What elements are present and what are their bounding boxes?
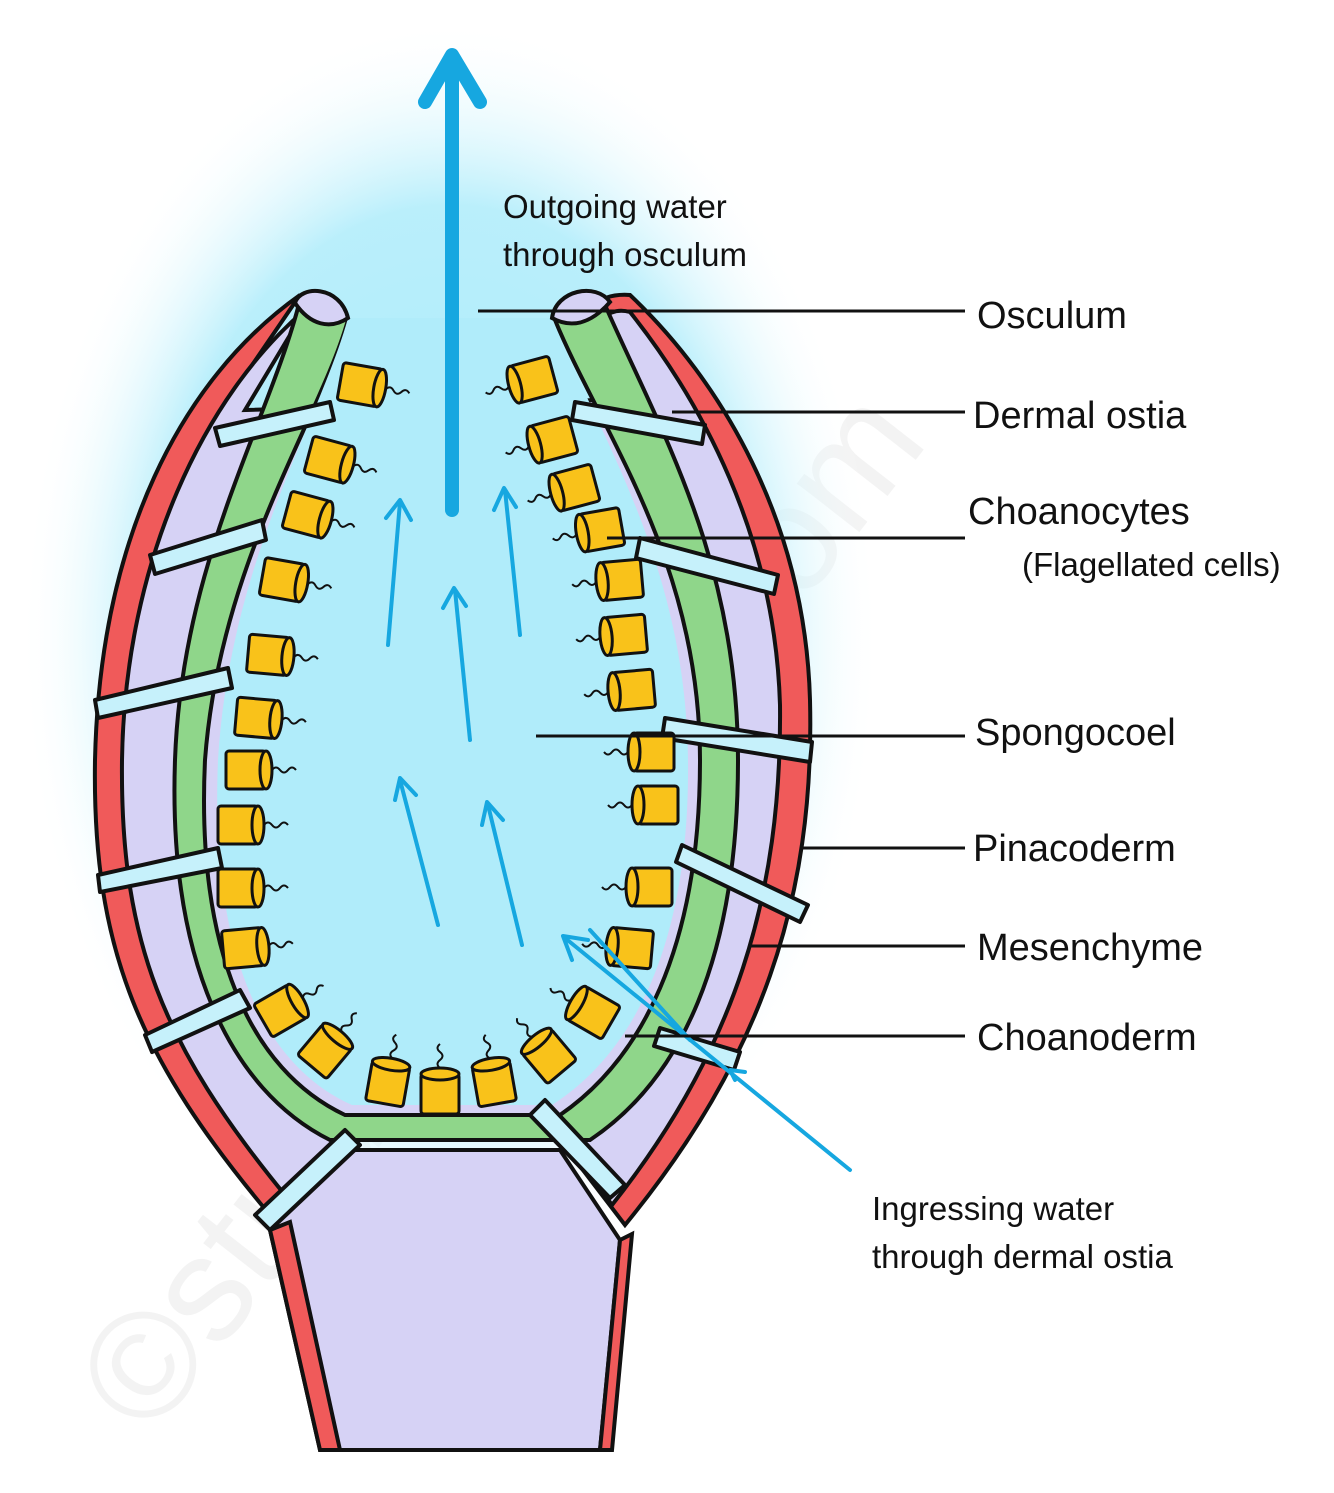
- label-choanoderm: Choanoderm: [977, 1017, 1197, 1059]
- choanocyte-cell: [571, 557, 645, 603]
- choanocyte-cell: [607, 784, 680, 826]
- flagellum: [271, 766, 297, 774]
- choanocyte-cell: [515, 1018, 577, 1085]
- flagellum: [389, 1033, 398, 1060]
- choanocyte-cell: [419, 1043, 461, 1116]
- flagellum: [601, 883, 627, 891]
- choanocyte-cell: [233, 695, 307, 741]
- flow-arrow: [453, 588, 472, 742]
- flagellum: [571, 579, 597, 588]
- choanocyte-cell: [549, 984, 621, 1040]
- choanocyte-cell: [575, 612, 649, 658]
- flagellum: [306, 581, 333, 590]
- flagellum: [352, 463, 378, 473]
- choanocyte-cell: [258, 556, 333, 604]
- water-flow: [384, 48, 852, 1172]
- flagellum: [281, 716, 307, 725]
- flagellum: [603, 748, 629, 756]
- choanocyte-cell: [336, 361, 411, 409]
- flagellum: [505, 445, 530, 455]
- choanocyte-cell: [505, 415, 579, 465]
- flagellum: [583, 689, 609, 698]
- ingress-arrowhead: [728, 1068, 747, 1082]
- flow-arrow: [386, 500, 402, 647]
- flagellum: [552, 532, 578, 542]
- choanocyte-cell: [603, 731, 676, 773]
- flagellum: [301, 984, 324, 999]
- ingress-arrow: [588, 928, 692, 1042]
- choanocyte-cell: [253, 982, 324, 1038]
- flow-arrowhead: [384, 498, 413, 522]
- flagellum: [515, 1018, 533, 1038]
- label-mesenchyme: Mesenchyme: [977, 927, 1203, 969]
- stalk: [267, 1148, 635, 1452]
- label-ingress-line2: through dermal ostia: [872, 1238, 1173, 1275]
- choanocyte-cell: [552, 506, 626, 554]
- label-choanocytes: Choanocytes: [968, 491, 1190, 533]
- label-choanocytes-note: (Flagellated cells): [1022, 546, 1281, 583]
- choanocyte-cell: [583, 667, 657, 713]
- flagellum: [607, 801, 633, 809]
- label-outgoing-line1: Outgoing water: [503, 188, 727, 225]
- choanocyte-cell: [216, 867, 289, 909]
- flagellum: [263, 821, 289, 829]
- choanocyte-cell: [224, 749, 297, 791]
- flagellum: [485, 385, 510, 395]
- flagellum: [293, 653, 319, 662]
- label-dermal-ostia: Dermal ostia: [973, 395, 1187, 437]
- flagellum: [527, 493, 552, 503]
- outgoing-arrowhead: [418, 48, 487, 109]
- choanocyte-cell: [527, 463, 601, 513]
- flagellum: [330, 518, 356, 528]
- choanocyte-cell: [281, 490, 356, 540]
- flagellum: [482, 1034, 492, 1060]
- flagellum: [575, 634, 601, 643]
- flagellum: [268, 940, 294, 949]
- choanocyte-cell: [470, 1034, 518, 1108]
- ingress-arrowhead: [561, 934, 590, 962]
- choanocyte-cell: [297, 1012, 357, 1080]
- flagellum: [384, 386, 411, 395]
- choanocyte-cell: [485, 355, 559, 405]
- flow-arrowhead: [492, 486, 518, 512]
- ingress-arrow: [563, 936, 852, 1172]
- choanocyte-cell: [601, 866, 674, 908]
- flow-arrow: [503, 488, 522, 637]
- flagellum: [549, 987, 572, 1002]
- spongocoel-cavity: [217, 318, 689, 1105]
- choanocyte-cell: [303, 435, 378, 485]
- flow-arrowhead: [393, 776, 418, 802]
- choanocyte-cell: [364, 1033, 412, 1108]
- flow-arrow: [398, 778, 440, 927]
- choanocyte-cell: [216, 804, 289, 846]
- flagellum: [436, 1043, 444, 1069]
- leader-lines: [478, 309, 965, 1038]
- flow-arrowhead: [480, 800, 505, 827]
- label-osculum: Osculum: [977, 295, 1127, 337]
- choanocyte-cell: [245, 632, 319, 678]
- label-outgoing-line2: through osculum: [503, 236, 747, 273]
- flagellum: [581, 941, 607, 950]
- choanocyte-cell: [220, 925, 294, 971]
- label-spongocoel: Spongocoel: [975, 712, 1176, 754]
- flagellum: [340, 1012, 357, 1032]
- label-ingress-line1: Ingressing water: [872, 1190, 1114, 1227]
- label-pinacoderm: Pinacoderm: [973, 828, 1176, 870]
- flow-arrow: [486, 803, 524, 947]
- choanocytes-group: [216, 355, 680, 1116]
- flow-arrowhead: [441, 586, 468, 610]
- flagellum: [263, 884, 289, 892]
- ostia-channels: [93, 400, 814, 1232]
